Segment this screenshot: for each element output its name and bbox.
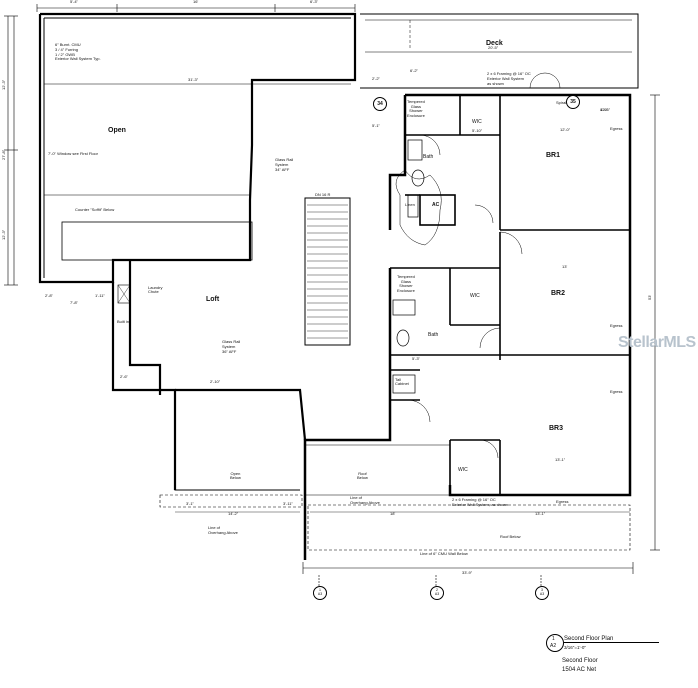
dim-bottom-total: 33'-9": [462, 570, 473, 575]
note-framing-2: 2 x 6 Framing @ 16" OC Exterior Wall Sys…: [452, 497, 509, 507]
note-glass-rail-2: Glass Rail System 36" AFF: [222, 339, 241, 354]
title-block-symbol: 1 A2: [546, 634, 564, 652]
dim-r4: 13'-1": [555, 457, 566, 462]
dim-top-3: 6'-3": [310, 0, 318, 4]
grid-bubble-1: 1 A3: [313, 586, 327, 600]
dim-r2: 12'-6": [600, 107, 611, 112]
dim-small-8: 4'-6": [600, 107, 608, 112]
dim-bottom-2: 18': [390, 511, 396, 516]
room-wic-2: WIC: [470, 293, 480, 299]
room-br3: BR3: [549, 425, 564, 432]
title-block-scale: 3/16"=1'-0": [564, 645, 586, 650]
note-line-cmu: Line of 6" CMU Wall Below: [420, 551, 468, 556]
tag-34: 34: [373, 97, 387, 111]
note-line-overhang-2: Line of Overhang Above: [350, 495, 380, 505]
note-egress-4: Egress: [556, 499, 569, 504]
dim-small-5: 2'-2": [372, 76, 380, 81]
room-br1: BR1: [546, 152, 561, 159]
note-egress-1: Egress: [610, 126, 623, 131]
room-tall-cabinet: Tall Cabinet: [395, 377, 409, 386]
dim-small-11: 5'-3": [412, 356, 420, 361]
room-wic-3: WIC: [458, 467, 468, 473]
room-roof-below-1: Roof Below: [357, 471, 368, 480]
dim-left-3: 12'-3": [1, 229, 6, 240]
dim-small-1: 2'-8": [45, 293, 53, 298]
dim-small-13: 2'-10": [210, 379, 221, 384]
room-bath-1: Bath: [423, 154, 434, 160]
title-block-sheet: A2: [550, 643, 557, 649]
room-laundry-chute: Laundry Chute: [148, 285, 163, 294]
note-egress-3: Egress: [610, 389, 623, 394]
dim-small-9: 6'-2": [410, 68, 418, 73]
grid-bubble-2-text: 2 A3: [434, 588, 440, 596]
dim-bottom-3: 13'-1": [535, 511, 546, 516]
title-block-number: 1: [552, 636, 555, 642]
room-roof-below-2: Roof Below: [500, 534, 521, 539]
room-deck: Deck: [486, 40, 503, 47]
dim-small-2: 1'-11": [95, 293, 105, 298]
note-tempered-glass-1: Tempered Glass Shower Enclosure: [407, 99, 425, 118]
room-open: Open: [108, 127, 126, 134]
note-spiral: Spiral: [556, 100, 567, 105]
grid-bubble-1-text: 1 A3: [317, 588, 323, 596]
dim-top-2: 16': [193, 0, 199, 4]
room-wic-1: WIC: [472, 119, 482, 125]
room-br2: BR2: [551, 290, 566, 297]
note-tempered-glass-2: Tempered Glass Shower Enclosure: [397, 274, 415, 293]
grid-bubble-3-text: 3 A3: [539, 588, 545, 596]
note-deck-framing: 2 x 6 Framing @ 16" OC Exterior Wall Sys…: [487, 71, 531, 86]
note-counter-soffit: Counter "Soffit" Below: [75, 207, 115, 212]
room-open-below: Open Below: [230, 471, 241, 480]
dim-small-4: 5'-1": [372, 123, 380, 128]
watermark: StellarMLS: [618, 334, 696, 351]
grid-bubble-2: 2 A3: [430, 586, 444, 600]
dim-deck-width: 20'-5": [488, 45, 499, 50]
dim-side-total: 53': [647, 294, 652, 300]
dim-small-3: 7'-8": [70, 300, 78, 305]
dim-top-1: 5'-4": [70, 0, 78, 4]
note-egress-2: Egress: [610, 323, 623, 328]
dim-mid-width: 31'-3": [188, 77, 199, 82]
dim-left-2: 27'-8": [1, 149, 6, 160]
room-ac: AC: [432, 202, 440, 208]
note-window: 7'-0" Window see First Floor: [48, 151, 98, 156]
dim-r1: 12'-0": [560, 127, 571, 132]
room-bath-2: Bath: [428, 332, 439, 338]
title-block-title: Second Floor Plan: [564, 636, 659, 643]
room-linen: Linen: [405, 202, 415, 207]
dim-small-12: 3'-1": [186, 501, 194, 506]
dim-small-7: 5'-10": [472, 128, 483, 133]
title-block: 1 A2 Second Floor Plan 3/16"=1'-0" Secon…: [540, 632, 665, 682]
dim-small-6: 2'-6": [120, 374, 128, 379]
dim-bottom-1: 14'-2": [228, 511, 239, 516]
note-line-overhang-1: Line of Overhang Above: [208, 525, 238, 535]
dim-left-1: 12'-3": [1, 79, 6, 90]
note-stair: DN 16 R: [315, 192, 331, 197]
room-loft: Loft: [206, 296, 220, 303]
note-glass-rail-1: Glass Rail System 34" AFF: [275, 157, 294, 172]
title-block-subtitle: Second Floor: [562, 658, 598, 664]
grid-bubble-3: 3 A3: [535, 586, 549, 600]
tag-35: 35: [566, 95, 580, 109]
room-built-in: Built in: [117, 319, 130, 324]
dim-r3: 13': [562, 264, 568, 269]
dim-small-10: 3'-11": [283, 501, 293, 506]
note-wall-system: 6" Burnt. CMU 3 / 4" Furring 1 / 2" GWB …: [55, 42, 101, 62]
title-block-area: 1504 AC Net: [562, 667, 597, 673]
